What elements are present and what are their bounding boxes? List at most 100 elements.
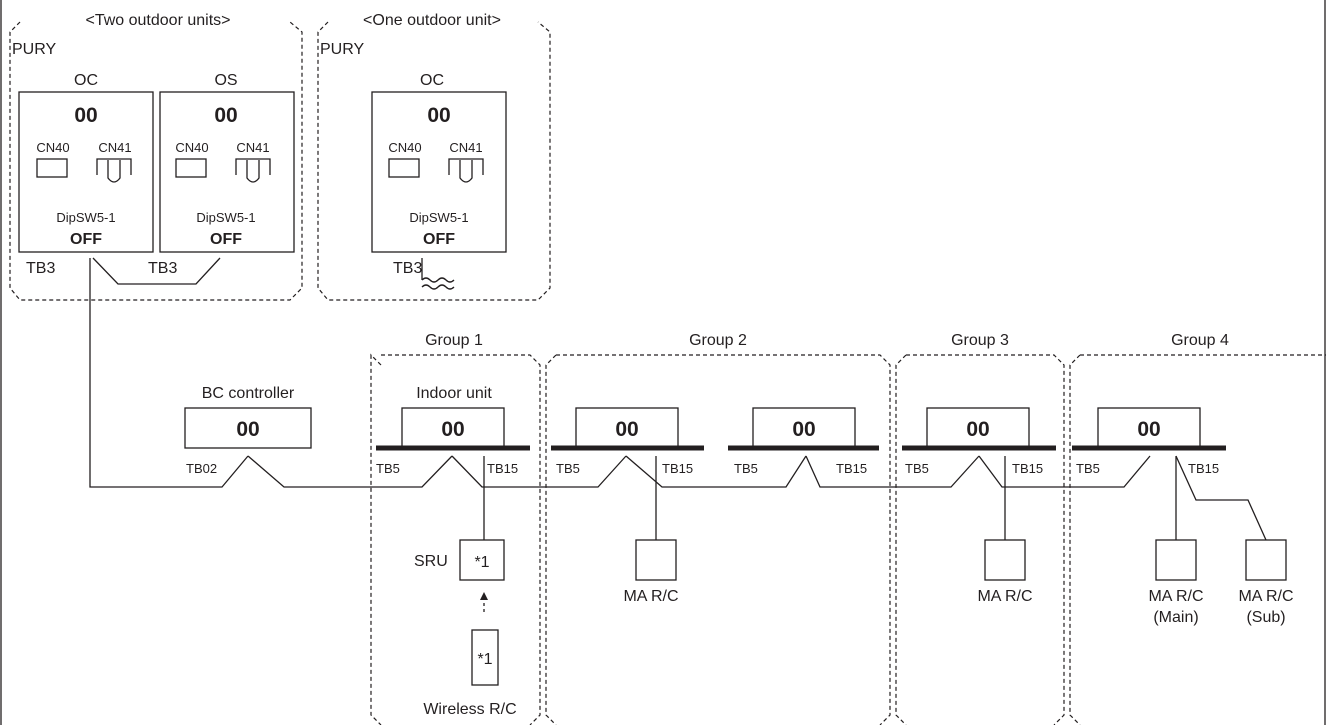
one-unit-frame xyxy=(317,21,551,301)
sru-label: SRU xyxy=(414,553,448,570)
oc-cn40-label: CN40 xyxy=(36,140,69,155)
bc-controller-box xyxy=(184,407,312,449)
single-oc-label: OC xyxy=(420,72,444,89)
group2-ma-rc-label: MA R/C xyxy=(623,588,678,605)
tb5-label: TB5 xyxy=(905,461,929,476)
tb15-label: TB15 xyxy=(1012,461,1043,476)
tb15-label: TB15 xyxy=(662,461,693,476)
oc-label: OC xyxy=(74,72,98,89)
single-oc-dipsw-label: DipSW5-1 xyxy=(409,210,468,225)
signal-arrow-icon xyxy=(480,592,488,600)
tb15-label: TB15 xyxy=(487,461,518,476)
bc-to-group1-wire xyxy=(247,455,453,488)
os-cn41-jumper-icon xyxy=(235,158,271,183)
two-units-header: <Two outdoor units> xyxy=(86,12,231,29)
bc-tb02-label: TB02 xyxy=(186,461,217,476)
group3-label: Group 3 xyxy=(951,332,1009,349)
single-oc-tb3-label: TB3 xyxy=(393,260,422,277)
group2-ma-rc-box xyxy=(635,539,677,581)
oc-dipsw-label: DipSW5-1 xyxy=(56,210,115,225)
indoor-unit-box xyxy=(1097,407,1201,449)
indoor-unit-box xyxy=(575,407,679,449)
indoor-unit-4: 00 TB5 TB15 xyxy=(902,407,1056,476)
group2-internal-wire xyxy=(625,455,807,488)
indoor-unit-address: 00 xyxy=(792,418,815,441)
group1-to-group2-wire xyxy=(451,455,627,488)
os-dipsw-state: OFF xyxy=(210,231,242,248)
indoor-unit-5: 00 TB5 TB15 xyxy=(1072,407,1226,476)
bc-controller-label: BC controller xyxy=(202,385,295,402)
group3-ma-rc-box xyxy=(984,539,1026,581)
indoor-unit-address: 00 xyxy=(441,418,464,441)
group2-to-group3-wire xyxy=(805,455,980,488)
tb5-label: TB5 xyxy=(734,461,758,476)
wireless-remote-label: Wireless R/C xyxy=(423,701,516,718)
group1-frame xyxy=(370,353,541,725)
indoor-unit-box xyxy=(926,407,1030,449)
wire-continuation-icon xyxy=(421,277,455,290)
two-outdoor-units-section: <Two outdoor units> PURY OC 00 CN40 CN41… xyxy=(9,12,303,301)
indoor-unit-address: 00 xyxy=(1137,418,1160,441)
tb5-label: TB5 xyxy=(1076,461,1100,476)
group3-frame xyxy=(895,354,1065,725)
os-cn40-connector xyxy=(175,158,207,178)
os-dipsw-label: DipSW5-1 xyxy=(196,210,255,225)
single-oc-cn40-label: CN40 xyxy=(388,140,421,155)
one-unit-header: <One outdoor unit> xyxy=(363,12,501,29)
two-units-frame xyxy=(9,21,303,301)
single-oc-dipsw-state: OFF xyxy=(423,231,455,248)
two-units-model: PURY xyxy=(12,41,56,58)
group3-to-group4-wire xyxy=(978,455,1151,488)
oc-tb3-label: TB3 xyxy=(26,260,55,277)
os-address: 00 xyxy=(214,104,237,127)
group4-frame xyxy=(1069,354,1326,725)
group4-label: Group 4 xyxy=(1171,332,1229,349)
outdoor-to-bc-wire xyxy=(89,258,249,488)
indoor-unit-box xyxy=(752,407,856,449)
sru-mark: *1 xyxy=(474,554,489,571)
os-cn41-label: CN41 xyxy=(236,140,269,155)
group4-main-ma-rc-box xyxy=(1155,539,1197,581)
tb15-label: TB15 xyxy=(1188,461,1219,476)
one-unit-model: PURY xyxy=(320,41,364,58)
os-cn40-label: CN40 xyxy=(175,140,208,155)
oc-os-link-wire xyxy=(92,257,221,285)
single-oc-cn40-connector xyxy=(388,158,420,178)
sru-box xyxy=(459,539,505,581)
indoor-unit-2: 00 TB5 TB15 xyxy=(551,407,704,476)
indoor-unit-1: 00 TB5 TB15 xyxy=(376,407,530,476)
group3-ma-rc-label: MA R/C xyxy=(977,588,1032,605)
os-tb3-label: TB3 xyxy=(148,260,177,277)
oc-cn41-jumper-icon xyxy=(96,158,132,183)
tb5-label: TB5 xyxy=(556,461,580,476)
oc-dipsw-state: OFF xyxy=(70,231,102,248)
group4-sub-ma-rc-label: MA R/C xyxy=(1238,588,1293,605)
group4-main-ma-rc-sublabel: (Main) xyxy=(1153,609,1198,626)
group4-main-ma-rc-label: MA R/C xyxy=(1148,588,1203,605)
wireless-remote-box xyxy=(471,629,499,686)
indoor-unit-address: 00 xyxy=(966,418,989,441)
indoor-unit-3: 00 TB5 TB15 xyxy=(728,407,879,476)
single-oc-cn41-jumper-icon xyxy=(448,158,484,183)
tb15-label: TB15 xyxy=(836,461,867,476)
group4-sub-ma-rc-sublabel: (Sub) xyxy=(1246,609,1285,626)
wireless-remote-mark: *1 xyxy=(477,651,492,668)
os-label: OS xyxy=(214,72,237,89)
bc-controller: BC controller 00 TB02 xyxy=(184,385,312,476)
single-oc-address: 00 xyxy=(427,104,450,127)
single-oc-cn41-label: CN41 xyxy=(449,140,482,155)
one-outdoor-unit-section: <One outdoor unit> PURY OC 00 CN40 CN41 … xyxy=(317,12,551,301)
group1-label: Group 1 xyxy=(425,332,483,349)
oc-cn41-label: CN41 xyxy=(98,140,131,155)
indoor-unit-label: Indoor unit xyxy=(416,385,492,402)
tb5-label: TB5 xyxy=(376,461,400,476)
group4-sub-ma-rc-box xyxy=(1245,539,1287,581)
bc-controller-address: 00 xyxy=(236,418,259,441)
group4-sub-rc-wire xyxy=(1175,455,1267,541)
group2-label: Group 2 xyxy=(689,332,747,349)
oc-address: 00 xyxy=(74,104,97,127)
group2-frame xyxy=(545,354,891,725)
oc-cn40-connector xyxy=(36,158,68,178)
indoor-unit-address: 00 xyxy=(615,418,638,441)
